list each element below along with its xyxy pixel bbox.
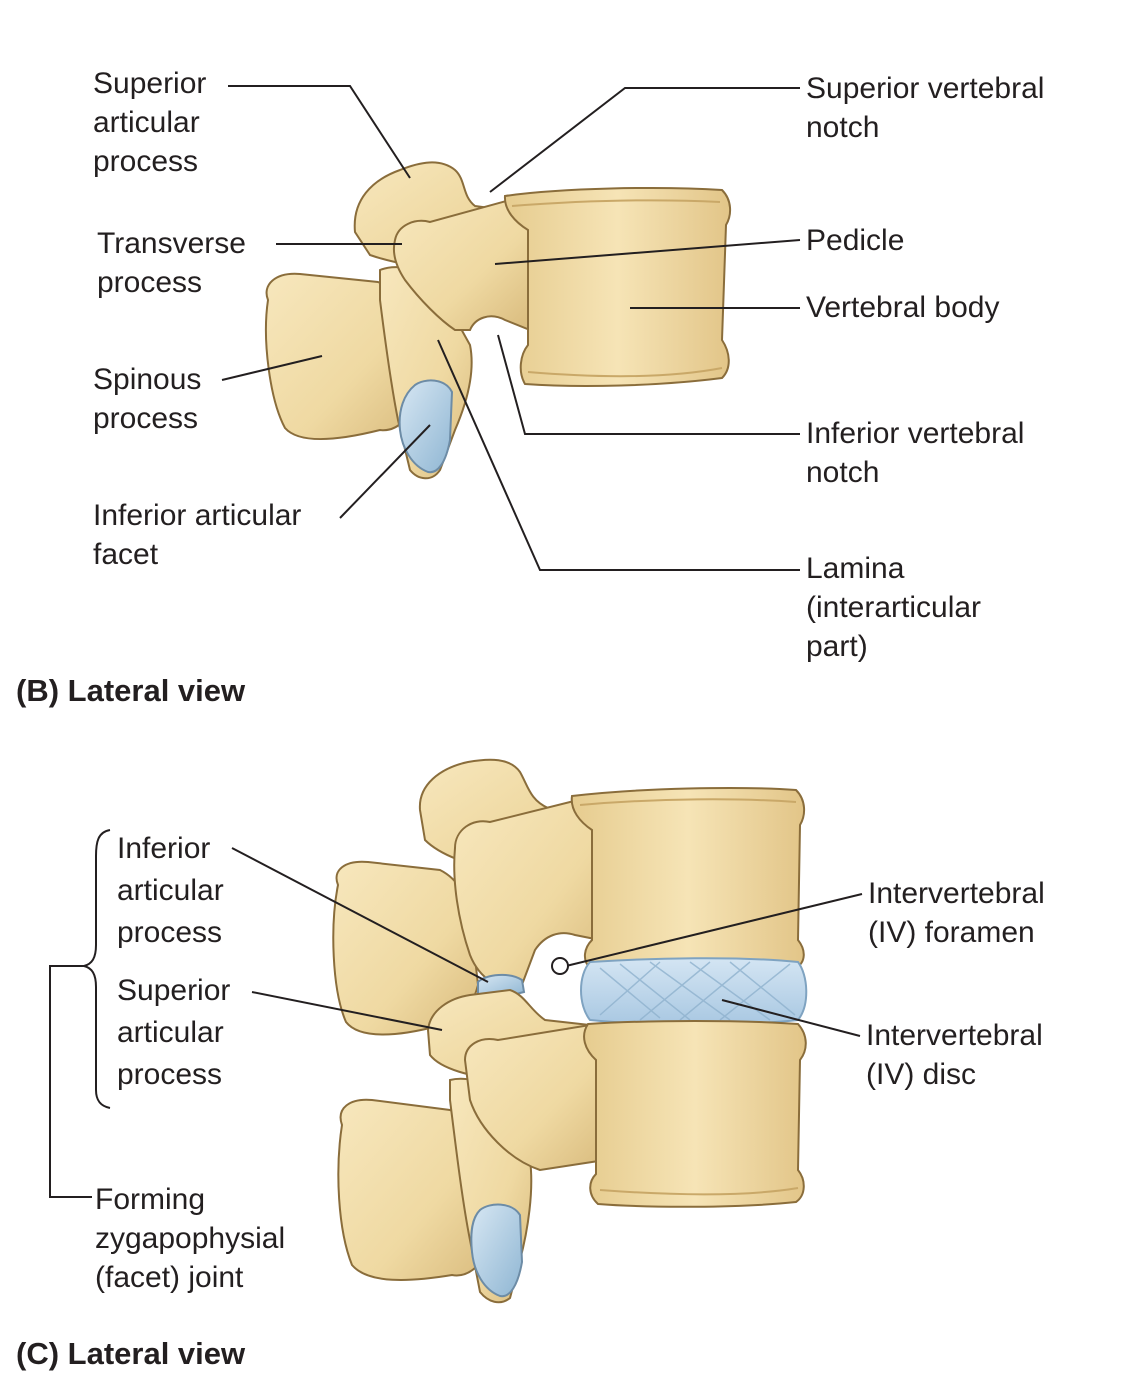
joint-curly-bracket <box>83 829 111 1109</box>
label-lamina: Lamina (interarticular part) <box>806 552 982 663</box>
label-spinous-process: Spinous process <box>93 363 202 435</box>
label-c-superior-articular-process: Superior articular process <box>117 974 231 1091</box>
label-iv-disc: Intervertebral (IV) disc <box>866 1019 1043 1091</box>
label-inferior-articular-process: Inferior articular process <box>117 832 224 949</box>
label-pedicle: Pedicle <box>806 224 905 257</box>
label-vertebral-body: Vertebral body <box>806 291 1000 324</box>
pedicle-shape <box>392 199 531 332</box>
label-superior-vertebral-notch: Superior vertebral notch <box>806 72 1045 144</box>
lower-inferior-articular-facet-shape <box>470 1203 524 1298</box>
leader-superior-vertebral-notch <box>489 87 800 193</box>
inferior-articular-facet-shape <box>398 379 454 474</box>
iv-foramen-marker <box>551 957 569 975</box>
label-transverse-process: Transverse process <box>97 227 246 299</box>
panel-c-lower-vertebra <box>337 988 807 1304</box>
leader-pedicle <box>494 239 801 265</box>
label-inferior-articular-facet: Inferior articular facet <box>93 499 302 571</box>
joint-square-bracket <box>49 965 92 1198</box>
upper-vertebral-body-shape <box>570 787 806 972</box>
lower-pedicle-shape <box>463 1024 606 1172</box>
leader-lamina <box>437 339 800 571</box>
panel-b-vertebra <box>265 161 732 480</box>
caption-panel-c: (C) Lateral view <box>16 1336 246 1371</box>
upper-pedicle-shape <box>453 799 601 992</box>
leader-superior-articular-process <box>228 85 411 179</box>
leader-spinous-process <box>221 355 323 381</box>
leader-inferior-vertebral-notch <box>497 334 800 435</box>
panel-c-intervertebral-disc <box>580 957 808 1026</box>
label-forming-joint: Forming zygapophysial (facet) joint <box>95 1183 286 1294</box>
leader-iv-disc <box>721 999 861 1037</box>
leader-inferior-articular-facet <box>339 424 431 519</box>
leader-c-superior-articular-process <box>251 991 443 1031</box>
leader-inferior-articular-process <box>231 847 489 983</box>
vertebral-body-shape <box>503 187 732 387</box>
intervertebral-disc-shape <box>580 957 808 1026</box>
caption-panel-b: (B) Lateral view <box>16 673 246 708</box>
leader-iv-foramen <box>565 893 863 967</box>
panel-b-leader-lines <box>221 85 801 571</box>
lower-spinous-process-shape <box>337 1098 494 1281</box>
panel-c-leader-lines <box>49 829 863 1198</box>
panel-c-upper-vertebra <box>332 758 806 1036</box>
label-iv-foramen: Intervertebral (IV) foramen <box>868 877 1045 949</box>
label-inferior-vertebral-notch: Inferior vertebral notch <box>806 417 1025 489</box>
lower-vertebral-body-shape <box>583 1020 807 1208</box>
label-superior-articular-process: Superior articular process <box>93 67 207 178</box>
